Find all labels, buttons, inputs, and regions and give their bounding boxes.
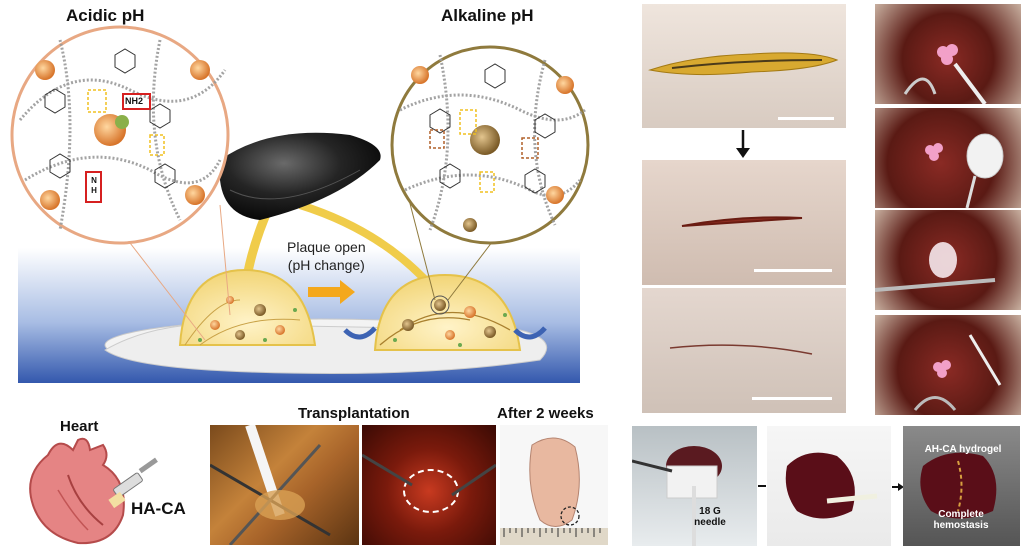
zoom-line-left-b — [219, 204, 231, 316]
transplant-photo-2 — [362, 425, 496, 545]
nh2-text: NH2 — [125, 96, 144, 106]
acidic-ph-label: Acidic pH — [66, 6, 145, 25]
plaque-open-line2: (pH change) — [287, 257, 365, 273]
scale-bar-1 — [778, 117, 834, 120]
hemostasis-photo-complete: AH-CA hydrogel Complete hemostasis — [903, 426, 1020, 546]
syringe-plunger — [138, 457, 158, 474]
after-2-weeks-label: After 2 weeks — [497, 405, 594, 422]
after-photo — [500, 425, 608, 545]
graft-circle — [403, 469, 459, 513]
nh2-highlight-box — [122, 93, 151, 110]
scale-bar-2 — [754, 269, 832, 272]
skin-photo-gel — [642, 4, 846, 128]
mussel-diagram-svg — [10, 25, 590, 383]
organ-photo-3 — [875, 210, 1021, 310]
down-arrow — [733, 130, 753, 160]
complete-hemostasis-label: Complete hemostasis — [933, 509, 989, 531]
heart-svg — [29, 437, 158, 545]
nh-highlight-box — [85, 171, 102, 203]
scale-bar-3 — [752, 397, 832, 400]
plaque-open-label: Plaque open (pH change) — [287, 238, 366, 274]
organ-photo-4 — [875, 315, 1021, 415]
haca-label: HA-CA — [131, 499, 186, 518]
nh-text: N H — [91, 176, 97, 195]
needle-label: 18 G needle — [694, 506, 726, 528]
heart-illustration — [18, 435, 178, 547]
heart-label: Heart — [60, 418, 99, 435]
transplantation-label: Transplantation — [298, 405, 410, 422]
heart-shape — [29, 437, 125, 545]
hemostasis-photo-needle: 18 G needle — [632, 426, 757, 546]
healed-scar — [669, 344, 813, 355]
organ-photo-2 — [875, 108, 1021, 208]
gel-strip — [648, 52, 839, 76]
acidic-network — [18, 39, 227, 231]
mussel-diagram — [0, 0, 630, 400]
blue-arrow-right — [513, 326, 547, 340]
syringe-body — [113, 472, 143, 498]
plaque-open-line1: Plaque open — [287, 239, 366, 255]
incision — [681, 216, 803, 227]
organ-photo-1 — [875, 4, 1021, 104]
haca-gel — [108, 491, 126, 509]
hemostasis-photo-bleeding — [767, 426, 891, 546]
hemostasis-arrow — [892, 480, 904, 492]
alkaline-ph-label: Alkaline pH — [441, 6, 534, 25]
zoom-line-left-a — [119, 229, 206, 341]
transplant-photo-1 — [210, 425, 359, 545]
hydrogel-label: AH-CA hydrogel — [924, 444, 1002, 455]
orange-arrow — [308, 280, 355, 304]
hemostasis-dash — [758, 485, 766, 487]
skin-photo-healed — [642, 288, 846, 413]
explanted-heart — [529, 437, 580, 527]
blue-arrow-left — [343, 326, 377, 340]
byssus-right — [298, 201, 433, 288]
skin-photo-incision — [642, 160, 846, 285]
mussel-shell — [219, 132, 381, 220]
